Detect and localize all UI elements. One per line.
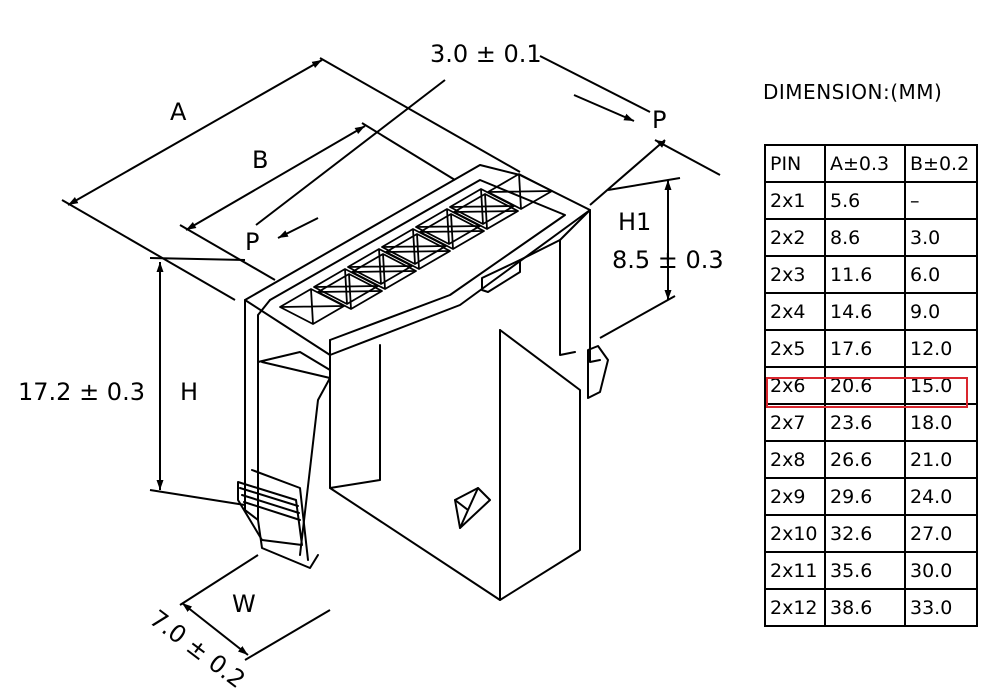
dimension-h-value: 17.2 ± 0.3 xyxy=(18,378,145,406)
cell-b: 24.0 xyxy=(904,477,978,516)
pin-cavity xyxy=(415,208,481,245)
cell-pin: 2x1 xyxy=(764,181,826,220)
cell-b: 15.0 xyxy=(904,366,978,405)
cell-b: 9.0 xyxy=(904,292,978,331)
cell-a: 14.6 xyxy=(824,292,906,331)
cell-pin: 2x10 xyxy=(764,514,826,553)
pin-cavities xyxy=(279,173,553,325)
cell-a: 11.6 xyxy=(824,255,906,294)
cell-a: 29.6 xyxy=(824,477,906,516)
cell-b: 33.0 xyxy=(904,588,978,627)
cell-a: 20.6 xyxy=(824,366,906,405)
cell-b: 21.0 xyxy=(904,440,978,479)
header-b: B±0.2 xyxy=(904,144,978,183)
cell-b: 30.0 xyxy=(904,551,978,590)
table-header-row: PIN A±0.3 B±0.2 xyxy=(764,144,978,183)
cell-a: 35.6 xyxy=(824,551,906,590)
dimension-h1-label: H1 xyxy=(618,208,651,236)
cell-pin: 2x3 xyxy=(764,255,826,294)
cell-a: 5.6 xyxy=(824,181,906,220)
cell-b: 6.0 xyxy=(904,255,978,294)
pitch-dimension-label: 3.0 ± 0.1 xyxy=(430,40,542,68)
pin-cavity xyxy=(279,288,345,325)
header-pin: PIN xyxy=(764,144,826,183)
cell-b: 3.0 xyxy=(904,218,978,257)
cell-pin: 2x7 xyxy=(764,403,826,442)
cell-a: 32.6 xyxy=(824,514,906,553)
cell-pin: 2x5 xyxy=(764,329,826,368)
cell-a: 23.6 xyxy=(824,403,906,442)
pin-cavity xyxy=(381,228,447,265)
cell-a: 26.6 xyxy=(824,440,906,479)
header-a: A±0.3 xyxy=(824,144,906,183)
connector-drawing: 3.0 ± 0.1 P P A B H1 8.5 ± 0.3 17.2 ± 0.… xyxy=(18,40,724,694)
cell-pin: 2x12 xyxy=(764,588,826,627)
dimension-h1-value: 8.5 ± 0.3 xyxy=(612,246,724,274)
dimension-h-label: H xyxy=(180,378,198,406)
cell-pin: 2x2 xyxy=(764,218,826,257)
pin-cavity xyxy=(487,173,553,210)
dimension-table-title: DIMENSION:(MM) xyxy=(763,80,943,104)
cell-pin: 2x9 xyxy=(764,477,826,516)
cell-b: 18.0 xyxy=(904,403,978,442)
pin-cavity xyxy=(449,188,515,225)
connector-body xyxy=(237,164,609,601)
pitch-label-right: P xyxy=(652,106,666,134)
cell-pin: 2x4 xyxy=(764,292,826,331)
cell-a: 38.6 xyxy=(824,588,906,627)
cell-b: – xyxy=(904,181,978,220)
cell-pin: 2x6 xyxy=(764,366,826,405)
cell-b: 27.0 xyxy=(904,514,978,553)
pitch-label-left: P xyxy=(245,228,259,256)
cell-pin: 2x11 xyxy=(764,551,826,590)
dimension-b-label: B xyxy=(252,146,268,174)
dimension-w-label: W xyxy=(232,590,256,618)
cell-b: 12.0 xyxy=(904,329,978,368)
cell-a: 8.6 xyxy=(824,218,906,257)
cell-a: 17.6 xyxy=(824,329,906,368)
dimension-lines xyxy=(61,55,721,661)
pin-cavity xyxy=(313,268,379,305)
pin-cavity xyxy=(347,248,413,285)
cell-pin: 2x8 xyxy=(764,440,826,479)
dimension-a-label: A xyxy=(170,98,187,126)
